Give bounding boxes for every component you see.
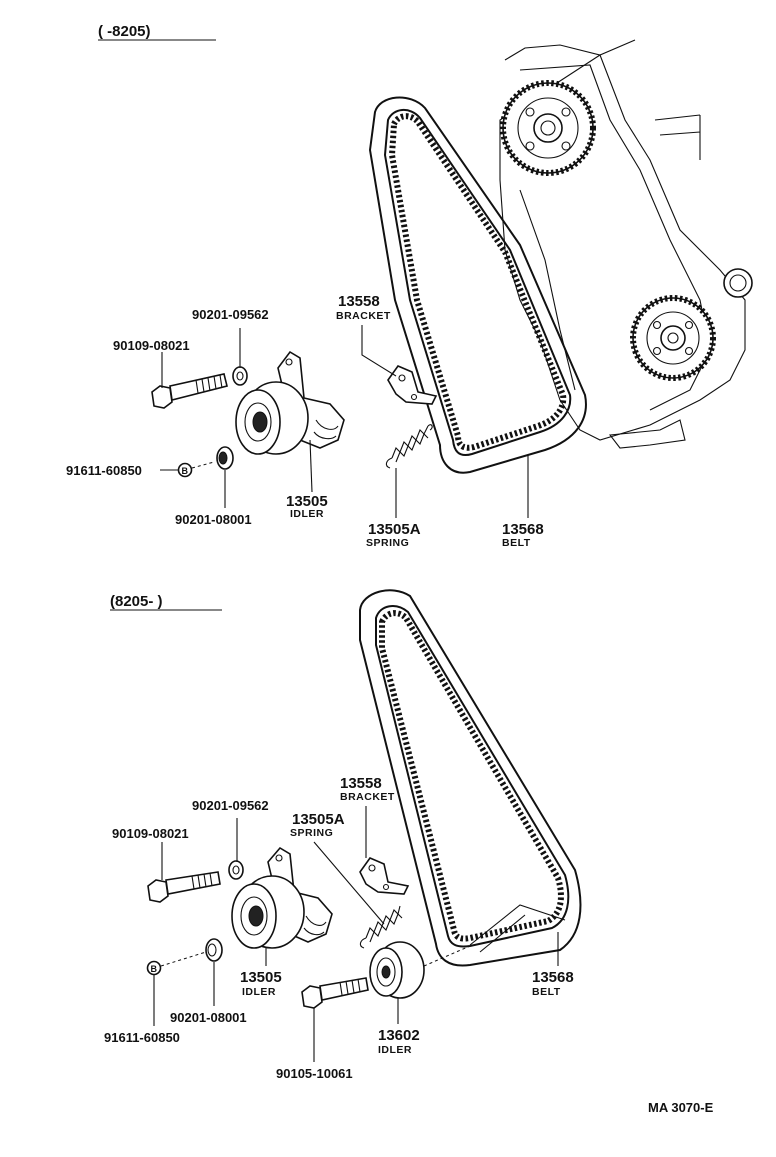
bottom-bracket: [359, 857, 410, 895]
bottom-bolt2-label: 90105-10061: [276, 1066, 353, 1081]
top-spring-number: 13505A: [368, 521, 421, 538]
top-washer-upper: [232, 366, 248, 386]
bottom-bracket-number: 13558: [340, 775, 382, 792]
top-bracket-number: 13558: [338, 293, 380, 310]
engine-housing: [499, 39, 753, 449]
bottom-washer-upper: [228, 860, 244, 880]
bottom-spring: [359, 905, 403, 949]
bottom-bolt-label: 90109-08021: [112, 826, 189, 841]
bottom-washer-lower-label: 90201-08001: [170, 1010, 247, 1025]
top-nut-symbol-letter: B: [182, 466, 189, 476]
top-idler: [235, 350, 345, 455]
top-washer-upper-label: 90201-09562: [192, 307, 269, 322]
bottom-belt-number: 13568: [532, 969, 574, 986]
bottom-spring-name: SPRING: [290, 827, 333, 839]
top-belt-number: 13568: [502, 521, 544, 538]
top-nut-label: 91611-60850: [66, 463, 142, 478]
top-bracket-name: BRACKET: [336, 310, 391, 322]
bottom-spring-number: 13505A: [292, 811, 345, 828]
top-belt-name: BELT: [502, 537, 531, 549]
bottom-idler2-name: IDLER: [378, 1044, 412, 1056]
top-timing-belt: [368, 96, 587, 474]
crank-sprocket: [630, 295, 716, 381]
bottom-timing-belt: [359, 589, 582, 967]
top-idler-number: 13505: [286, 493, 328, 510]
bottom-nut-symbol-letter: B: [151, 964, 158, 974]
top-bolt-label: 90109-08021: [113, 338, 190, 353]
top-bolt: [151, 373, 228, 409]
bottom-idler-2: [369, 941, 471, 999]
top-nut-symbol: [177, 462, 193, 478]
top-spring: [385, 424, 433, 469]
top-section: ( -8205): [66, 23, 753, 549]
figure-code: MA 3070-E: [648, 1100, 714, 1115]
bottom-belt-name: BELT: [532, 986, 561, 998]
bottom-washer-upper-label: 90201-09562: [192, 798, 269, 813]
top-spring-name: SPRING: [366, 537, 409, 549]
bottom-idler2-number: 13602: [378, 1027, 420, 1044]
bottom-idler-name: IDLER: [242, 986, 276, 998]
top-bracket: [387, 365, 438, 405]
bottom-nut-symbol: [146, 960, 162, 976]
top-idler-name: IDLER: [290, 508, 324, 520]
bottom-idler: [231, 846, 333, 949]
bottom-idler-number: 13505: [240, 969, 282, 986]
bottom-section: (8205- ): [104, 589, 582, 1081]
top-washer-lower-label: 90201-08001: [175, 512, 252, 527]
bottom-bolt-2: [301, 977, 369, 1009]
top-section-header: ( -8205): [98, 23, 151, 40]
bottom-nut-label: 91611-60850: [104, 1030, 180, 1045]
bottom-section-header: (8205- ): [110, 593, 163, 610]
bottom-bolt: [147, 871, 221, 903]
bottom-bracket-name: BRACKET: [340, 791, 395, 803]
cam-sprocket: [500, 80, 596, 176]
